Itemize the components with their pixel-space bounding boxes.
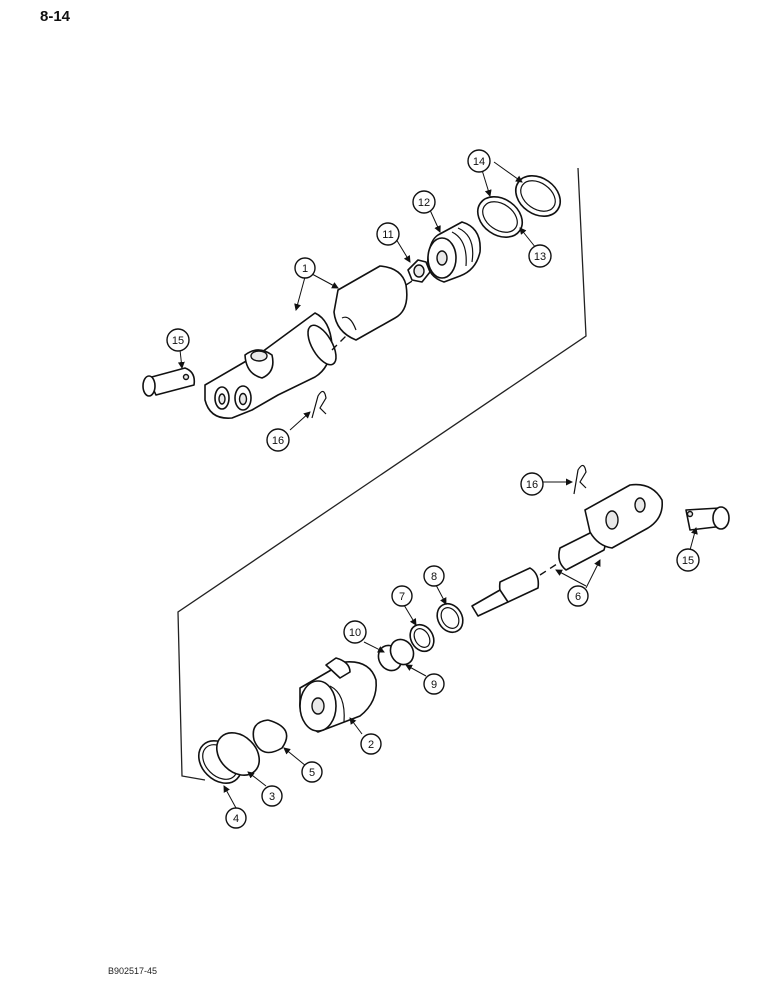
piston-part xyxy=(427,221,481,283)
page-number: 8-14 xyxy=(40,8,71,25)
callout-label: 16 xyxy=(526,479,538,491)
piston-rod-part xyxy=(471,483,664,617)
nut-part xyxy=(407,259,431,283)
callout-3: 3 xyxy=(261,785,283,807)
callout-2: 2 xyxy=(360,733,382,755)
cylinder-tube-part xyxy=(204,312,337,419)
callout-12: 12 xyxy=(412,190,436,214)
seal-7-part xyxy=(409,623,435,653)
clevis-pin-upper-part xyxy=(142,367,196,397)
callout-label: 12 xyxy=(418,197,430,209)
axis-dashed-upper xyxy=(331,335,347,351)
callout-label: 13 xyxy=(534,251,546,263)
callout-5: 5 xyxy=(301,761,323,783)
callout-label: 4 xyxy=(233,813,239,825)
callout-label: 15 xyxy=(682,555,694,567)
callout-label: 5 xyxy=(309,767,315,779)
image-code: B902517-45 xyxy=(108,966,158,976)
hair-clip-upper-part xyxy=(311,390,327,419)
callout-15-upper: 15 xyxy=(166,328,190,352)
callout-label: 2 xyxy=(368,739,374,751)
leader-lines xyxy=(177,161,698,809)
callout-label: 10 xyxy=(349,627,361,639)
callout-1: 1 xyxy=(294,257,316,279)
callout-10: 10 xyxy=(343,620,367,644)
callout-label: 9 xyxy=(431,679,437,691)
callout-label: 14 xyxy=(473,156,485,168)
callout-label: 3 xyxy=(269,791,275,803)
callout-9: 9 xyxy=(423,673,445,695)
callout-13: 13 xyxy=(528,244,552,268)
callout-8: 8 xyxy=(423,565,445,587)
callout-label: 16 xyxy=(272,435,284,447)
callout-label: 7 xyxy=(399,591,405,603)
callout-7: 7 xyxy=(391,585,413,607)
callout-16-upper: 16 xyxy=(266,428,290,452)
cylinder-tube-sleeve-part xyxy=(333,265,408,341)
callout-15-lower: 15 xyxy=(676,548,700,572)
seal-9-part xyxy=(389,638,415,666)
callout-14: 14 xyxy=(467,149,491,173)
axis-dashed-lower xyxy=(539,561,561,576)
callout-4: 4 xyxy=(225,807,247,829)
callout-label: 11 xyxy=(382,229,393,241)
clevis-pin-lower-part xyxy=(685,506,730,531)
callout-6: 6 xyxy=(567,585,589,607)
seal-8-part xyxy=(436,602,464,634)
callout-label: 8 xyxy=(431,571,437,583)
snap-ring-5-part xyxy=(252,719,288,754)
callout-16-lower: 16 xyxy=(520,472,544,496)
ring-3-part xyxy=(215,731,261,777)
callout-label: 1 xyxy=(302,263,308,275)
assembly-outline xyxy=(177,167,587,781)
callout-label: 15 xyxy=(172,335,184,347)
callout-label: 6 xyxy=(575,591,581,603)
hair-clip-lower-part xyxy=(573,464,587,495)
gland-part xyxy=(299,657,377,733)
callout-11: 11 xyxy=(376,222,400,246)
